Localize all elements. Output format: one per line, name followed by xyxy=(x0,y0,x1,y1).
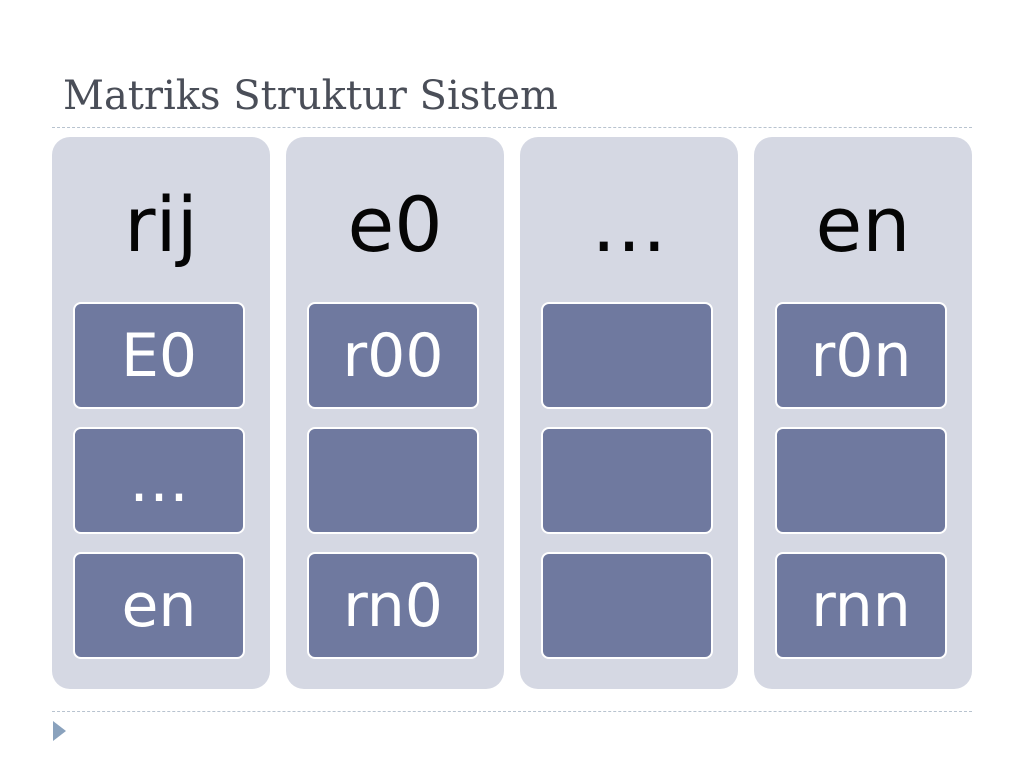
column-header: e0 xyxy=(347,180,443,269)
matrix-cell: en xyxy=(73,552,245,659)
matrix-cell xyxy=(307,427,479,534)
slide-title: Matriks Struktur Sistem xyxy=(63,73,558,119)
matrix-column-rij: rij E0 … en xyxy=(52,137,270,689)
matrix-cell: rnn xyxy=(775,552,947,659)
matrix-cell: … xyxy=(73,427,245,534)
matrix-cell: E0 xyxy=(73,302,245,409)
matrix-cell xyxy=(541,552,713,659)
matrix-cell: rn0 xyxy=(307,552,479,659)
matrix-cell: r0n xyxy=(775,302,947,409)
triangle-bullet-icon xyxy=(53,721,66,741)
column-header: en xyxy=(815,180,911,269)
matrix-column-ellipsis: … xyxy=(520,137,738,689)
matrix-cell: r00 xyxy=(307,302,479,409)
matrix-column-en: en r0n rnn xyxy=(754,137,972,689)
matrix-cell xyxy=(541,427,713,534)
title-divider xyxy=(52,127,972,128)
matrix-cell xyxy=(541,302,713,409)
matrix-diagram: rij E0 … en e0 r00 rn0 … en r0n rnn xyxy=(52,137,972,689)
footer-divider xyxy=(52,711,972,712)
matrix-cell xyxy=(775,427,947,534)
column-header: … xyxy=(591,180,667,269)
column-header: rij xyxy=(124,180,198,269)
matrix-column-e0: e0 r00 rn0 xyxy=(286,137,504,689)
